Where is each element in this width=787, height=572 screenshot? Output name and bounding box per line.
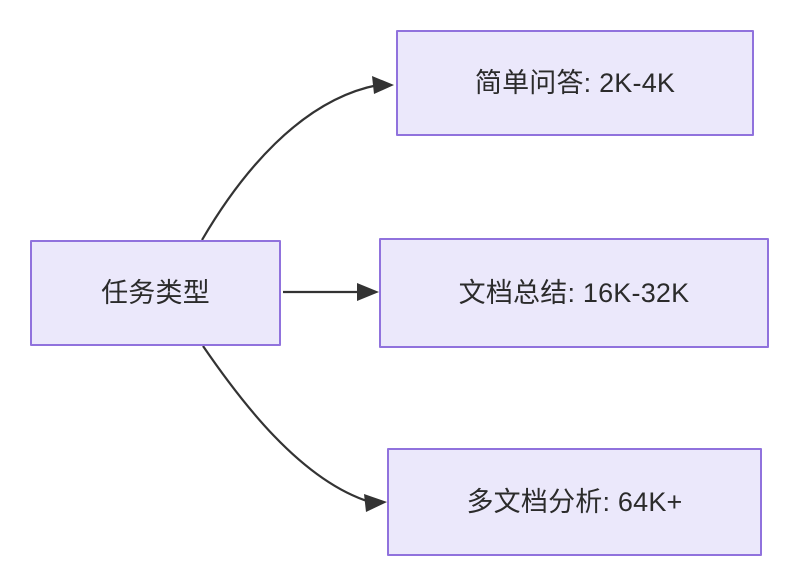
edge-source-to-multi-doc-path xyxy=(202,345,371,504)
node-task-type[interactable]: 任务类型 xyxy=(30,240,281,346)
edge-source-to-simple-qa xyxy=(201,76,394,241)
edge-source-to-multi-doc-arrowhead xyxy=(364,494,387,512)
node-simple-qa-label: 简单问答: 2K-4K xyxy=(474,67,676,98)
edge-source-to-doc-summary-arrowhead xyxy=(357,283,379,301)
node-multi-doc-analysis-label: 多文档分析: 64K+ xyxy=(466,486,683,517)
node-task-type-label: 任务类型 xyxy=(101,277,210,308)
node-multi-doc-analysis[interactable]: 多文档分析: 64K+ xyxy=(387,448,762,556)
edge-source-to-doc-summary xyxy=(283,283,379,301)
node-doc-summary-label: 文档总结: 16K-32K xyxy=(458,277,690,308)
node-doc-summary[interactable]: 文档总结: 16K-32K xyxy=(379,238,769,348)
edge-source-to-multi-doc xyxy=(202,345,387,512)
edge-source-to-simple-qa-path xyxy=(201,83,379,241)
edge-source-to-simple-qa-arrowhead xyxy=(372,76,394,94)
node-simple-qa[interactable]: 简单问答: 2K-4K xyxy=(396,30,754,136)
